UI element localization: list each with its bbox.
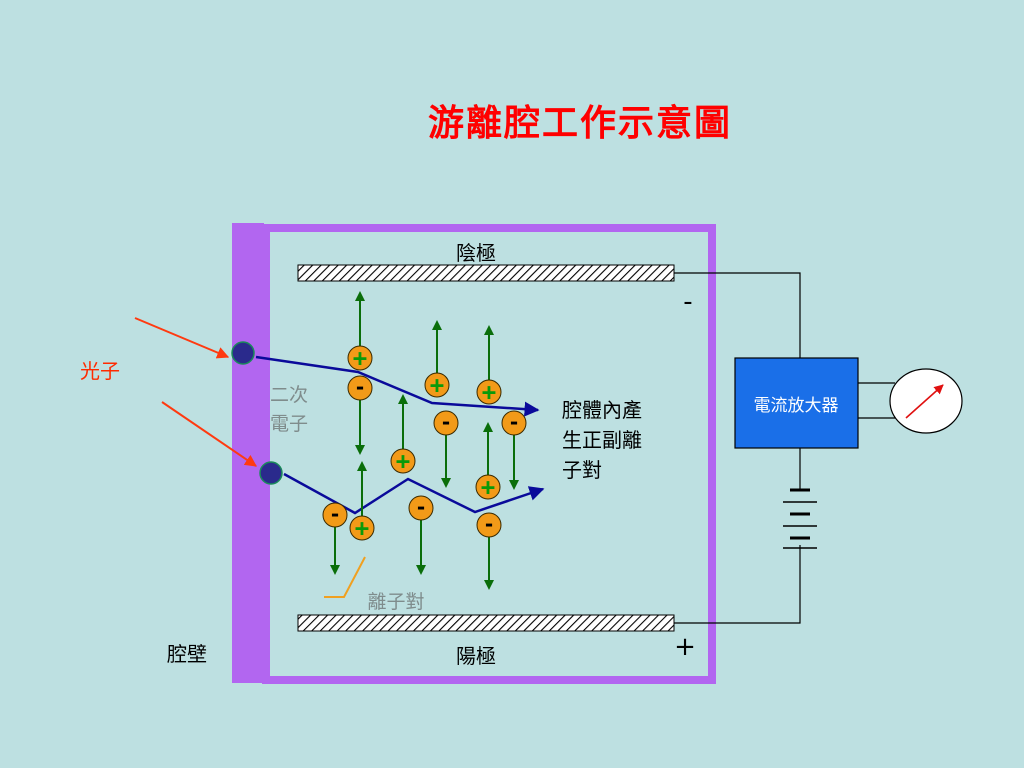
photon-arrow-lower — [161, 401, 257, 467]
electron-path-upper — [255, 355, 540, 417]
ion-circle — [476, 512, 502, 538]
ion-circle — [433, 410, 459, 436]
ion-negative-sign: - — [483, 512, 495, 536]
electron-path-lower — [283, 472, 545, 515]
ion-circle — [408, 495, 434, 521]
slide-title: 游離腔工作示意圖 — [428, 102, 732, 144]
ion-positive-sign: + — [482, 378, 496, 406]
ion-circle — [390, 448, 416, 474]
anode-wire — [674, 545, 801, 624]
positive-ion: + — [424, 371, 450, 399]
photon-arrow-upper — [134, 317, 230, 359]
negative-ion: - — [347, 375, 373, 401]
anode-plate — [297, 614, 675, 632]
ion-positive-sign: + — [481, 473, 495, 501]
ion-pairs-text-line1: 腔體內產 — [562, 398, 642, 422]
secondary-electron-upper — [231, 341, 255, 365]
ion-circle — [475, 474, 501, 500]
ion-circle — [424, 372, 450, 398]
cathode-plate — [297, 264, 675, 282]
ion-circle — [347, 375, 373, 401]
ion-particles: +-+-+-+-+--+ — [322, 344, 527, 542]
anode-polarity-sign: + — [674, 632, 696, 662]
negative-ion: - — [433, 410, 459, 436]
ion-positive-sign: + — [396, 447, 410, 475]
ion-pairs-text-line2: 生正副離 — [562, 428, 642, 452]
photon-label: 光子 — [80, 359, 120, 383]
positive-ion: + — [349, 514, 375, 542]
ion-circle — [476, 379, 502, 405]
secondary-electron-label-line2: 電子 — [270, 413, 308, 435]
current-amplifier-label: 電流放大器 — [754, 396, 839, 416]
positive-ion: + — [475, 473, 501, 501]
cathode-polarity-sign: - — [683, 287, 692, 317]
ion-pairs-text-line3: 子對 — [562, 458, 602, 482]
ion-pair-pointer — [324, 556, 366, 598]
negative-ion: - — [476, 512, 502, 538]
secondary-electron-label-line1: 二次 — [270, 384, 308, 406]
chamber-outline — [262, 224, 716, 684]
ion-circle — [347, 345, 373, 371]
anode-label: 陽極 — [456, 644, 496, 668]
ion-negative-sign: - — [329, 502, 341, 526]
cathode-wire — [674, 272, 801, 358]
positive-ion: + — [390, 447, 416, 475]
ion-negative-sign: - — [354, 375, 366, 399]
negative-ion: - — [408, 495, 434, 521]
ion-negative-sign: - — [440, 410, 452, 434]
positive-ion: + — [347, 344, 373, 372]
ion-circle — [501, 410, 527, 436]
ion-negative-sign: - — [508, 410, 520, 434]
wall-label: 腔壁 — [167, 642, 207, 666]
ion-circle — [349, 515, 375, 541]
negative-ion: - — [322, 502, 348, 528]
ion-positive-sign: + — [430, 371, 444, 399]
ion-positive-sign: + — [353, 344, 367, 372]
cathode-label: 陰極 — [456, 241, 496, 265]
meter-needle — [905, 384, 944, 419]
negative-ion: - — [501, 410, 527, 436]
positive-ion: + — [476, 378, 502, 406]
secondary-electron-lower — [259, 461, 283, 485]
ion-circle — [322, 502, 348, 528]
ion-pair-label: 離子對 — [367, 591, 424, 613]
current-amplifier-box — [734, 357, 859, 449]
ion-negative-sign: - — [415, 495, 427, 519]
battery-icon — [783, 488, 817, 549]
ion-positive-sign: + — [355, 514, 369, 542]
